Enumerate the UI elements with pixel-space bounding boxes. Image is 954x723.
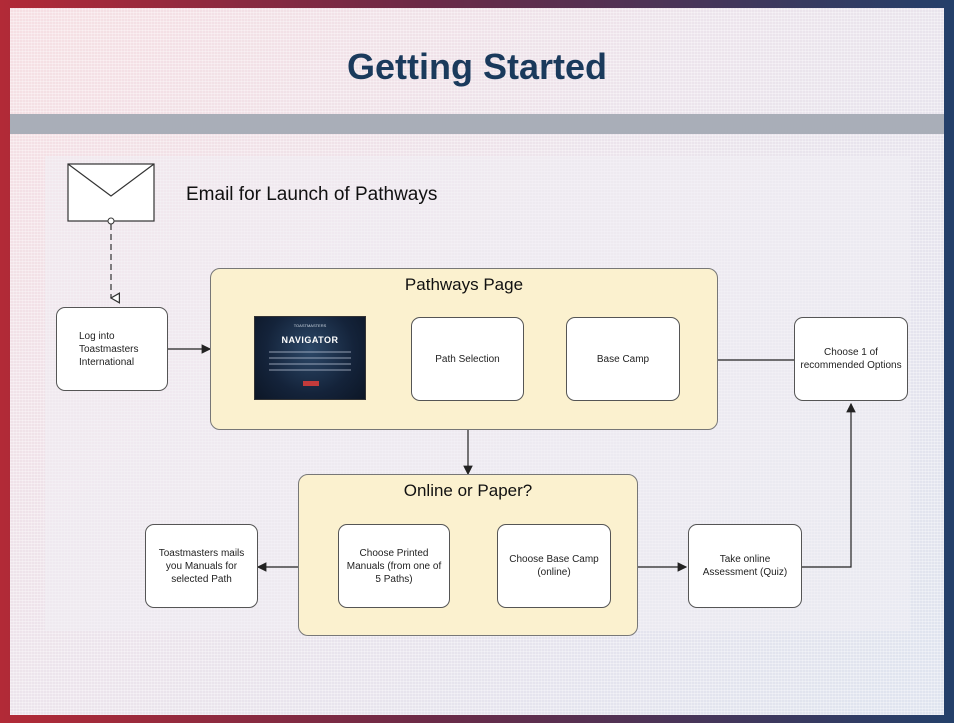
navigator-image: TOASTMASTERS NAVIGATOR <box>254 316 366 400</box>
envelope-icon <box>67 163 155 222</box>
pathways-page-label: Pathways Page <box>404 275 524 294</box>
base-camp-online-label: Choose Base Camp (online) <box>509 554 599 578</box>
mail-manuals-node: Toastmasters mails you Manuals for selec… <box>145 524 258 608</box>
base-camp-label: Base Camp <box>596 353 650 365</box>
title-divider-bar <box>10 114 944 134</box>
assessment-to-options-arrow <box>802 402 856 568</box>
login-node: Log into Toastmasters International <box>56 307 168 391</box>
slide-title: Getting Started <box>346 46 607 87</box>
base-camp-node: Base Camp <box>566 317 680 401</box>
navigator-text-line <box>269 357 351 359</box>
login-label: Log into Toastmasters International <box>79 330 139 368</box>
path-selection-node: Path Selection <box>411 317 524 401</box>
choose-option-node: Choose 1 of recommended Options <box>794 317 908 401</box>
navigator-text-line <box>269 351 351 353</box>
navigator-text-line <box>269 369 351 371</box>
printed-manuals-label: Choose Printed Manuals (from one of 5 Pa… <box>346 547 442 585</box>
choose-option-label: Choose 1 of recommended Options <box>800 347 902 371</box>
printed-manuals-node: Choose Printed Manuals (from one of 5 Pa… <box>338 524 450 608</box>
base-camp-online-node: Choose Base Camp (online) <box>497 524 611 608</box>
navigator-title: NAVIGATOR <box>281 335 339 345</box>
assessment-node: Take online Assessment (Quiz) <box>688 524 802 608</box>
email-to-login-connector <box>107 217 120 304</box>
navigator-top-text: TOASTMASTERS <box>293 323 327 328</box>
mail-manuals-label: Toastmasters mails you Manuals for selec… <box>158 547 245 585</box>
online-or-paper-label: Online or Paper? <box>403 481 533 500</box>
email-caption: Email for Launch of Pathways <box>186 184 438 205</box>
path-selection-label: Path Selection <box>435 353 500 365</box>
navigator-button <box>303 381 319 386</box>
assessment-label: Take online Assessment (Quiz) <box>702 554 788 578</box>
navigator-text-line <box>269 363 351 365</box>
